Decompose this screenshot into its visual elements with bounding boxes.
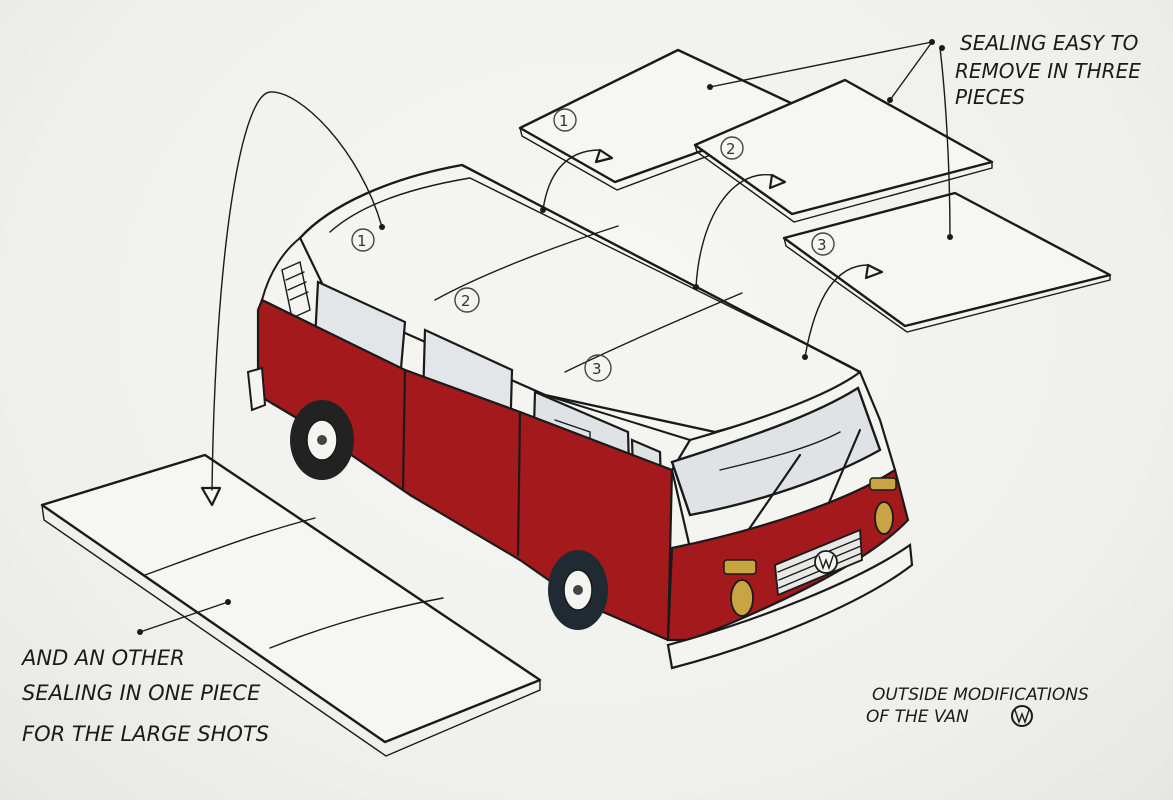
arrow-head-icon (864, 263, 884, 280)
arrow-head-icon (200, 486, 222, 507)
label-line: AND AN OTHER (20, 646, 185, 670)
arrow-head-icon (594, 148, 614, 164)
roof-number-1: 1 (357, 232, 367, 250)
label-line: OUTSIDE MODIFICATIONS (872, 685, 1089, 705)
roof-panel-2: 2 (693, 78, 994, 223)
label-line: PIECES (955, 85, 1025, 109)
label-line: SEALING EASY TO (960, 31, 1138, 55)
label-three-pieces: SEALING EASY TO REMOVE IN THREE PIECES (955, 31, 1141, 109)
panel-number-3: 3 (817, 236, 827, 254)
rear-vent (281, 261, 311, 319)
leader-lines (137, 39, 953, 635)
vw-bus: 1 2 3 (246, 163, 914, 670)
roof-number-3: 3 (592, 360, 602, 378)
vw-emblem-icon (814, 550, 838, 574)
label-line: REMOVE IN THREE (955, 59, 1141, 83)
label-line: SEALING IN ONE PIECE (22, 681, 261, 705)
label-outside-modifications: OUTSIDE MODIFICATIONS OF THE VAN (866, 685, 1089, 727)
label-one-piece: AND AN OTHER SEALING IN ONE PIECE FOR TH… (20, 646, 269, 746)
leader-dot-icon (939, 45, 945, 51)
roof-panel-3: 3 (782, 191, 1112, 333)
vw-logo-icon (1011, 705, 1033, 727)
front-wheel (548, 550, 608, 630)
panel-number-1: 1 (559, 112, 569, 130)
large-sealing-panel (40, 453, 542, 757)
rear-wheel (290, 400, 354, 480)
arrow-head-icon (768, 173, 787, 190)
label-line: FOR THE LARGE SHOTS (22, 722, 269, 746)
label-line: OF THE VAN (866, 707, 969, 727)
panel-number-2: 2 (726, 140, 736, 158)
roof-number-2: 2 (461, 292, 471, 310)
leader-dot-icon (929, 39, 935, 45)
